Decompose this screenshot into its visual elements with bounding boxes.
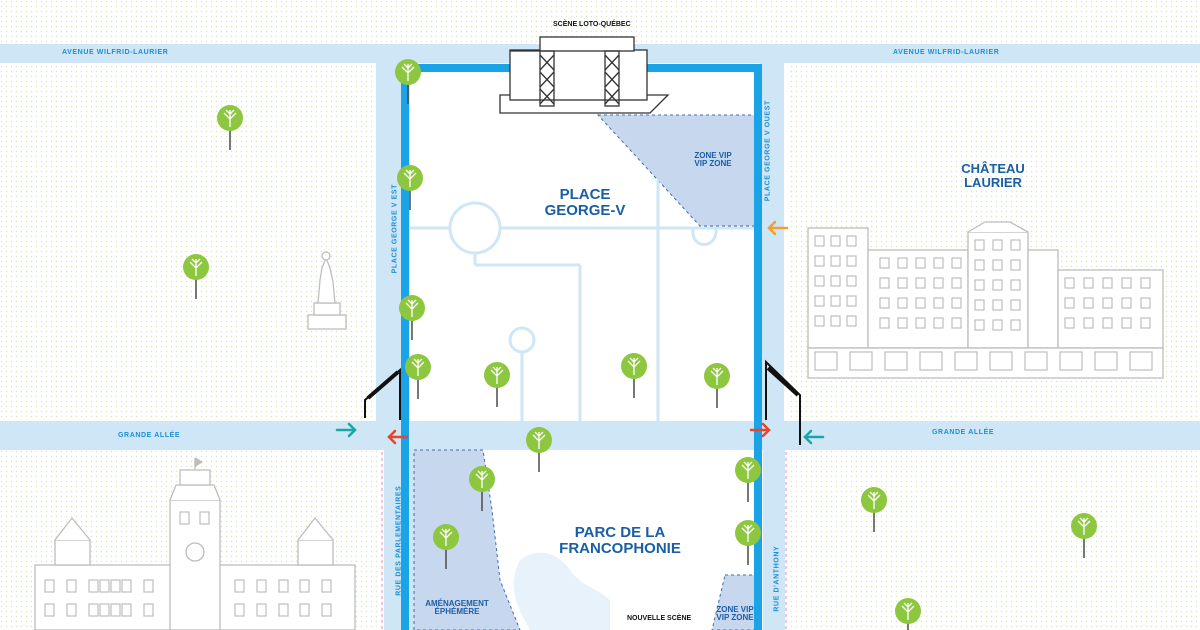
statue-icon xyxy=(307,251,347,330)
tree-icon xyxy=(484,362,510,407)
vip-zone-top xyxy=(596,114,757,227)
place-george-v-est-label: PLACE GEORGE V EST xyxy=(391,183,399,274)
rue-d-anthony-street xyxy=(763,450,785,630)
entry-exit-arrows xyxy=(335,220,825,445)
pond xyxy=(513,552,610,630)
rue-des-parlementaires-street xyxy=(384,450,416,630)
tree-icon xyxy=(183,254,209,299)
tree-icon xyxy=(704,363,730,408)
chateau-laurier-label: CHÂTEAU LAURIER xyxy=(948,162,1038,189)
place-george-v-label: PLACE GEORGE-V xyxy=(530,187,640,219)
tree-icon xyxy=(399,295,425,340)
chateau-line1: CHÂTEAU xyxy=(961,161,1025,176)
grande-allee xyxy=(0,421,1200,450)
vip-zone-top-label: ZONE VIP VIP ZONE xyxy=(688,151,738,169)
vip-zone-bottom-line2: VIP ZONE xyxy=(716,613,754,623)
parc-line2: FRANCOPHONIE xyxy=(559,539,681,557)
amenagement-ephemere-zone xyxy=(413,449,521,630)
rue-des-parlementaires-label: RUE DES PARLEMENTAIRES xyxy=(395,485,403,596)
rue-d-anthony-label: RUE D'ANTHONY xyxy=(773,545,781,612)
entrance-gate-icon xyxy=(364,367,401,420)
tree-icon xyxy=(217,105,243,150)
tree-icon xyxy=(433,524,459,569)
tree-icon xyxy=(469,466,495,511)
tree-icon xyxy=(895,598,921,630)
avenue-wilfrid-laurier-label-right: AVENUE WILFRID-LAURIER xyxy=(893,49,1000,56)
vip-zone-bottom-label: ZONE VIP VIP ZONE xyxy=(710,605,760,623)
direction-arrow-icon xyxy=(387,429,409,445)
parliament-building xyxy=(34,457,356,630)
stage-icon xyxy=(499,36,670,114)
entrance-gate-icon xyxy=(765,359,801,445)
vip-zone-bottom xyxy=(711,574,759,630)
place-george-v-line1: PLACE xyxy=(559,186,611,203)
tree-icon xyxy=(526,427,552,472)
tree-icon xyxy=(735,457,761,502)
place-george-v-line2: GEORGE-V xyxy=(544,201,626,219)
direction-arrow-icon xyxy=(803,429,825,445)
grande-allee-label-right: GRANDE ALLÉE xyxy=(932,429,995,436)
direction-arrow-icon xyxy=(749,422,771,438)
tree-icon xyxy=(395,59,421,104)
tree-icon xyxy=(397,165,423,210)
parc-de-la-francophonie-label: PARC DE LA FRANCOPHONIE xyxy=(555,525,685,557)
direction-arrow-icon xyxy=(335,422,357,438)
trees xyxy=(183,59,1097,630)
avenue-wilfrid-laurier-label-left: AVENUE WILFRID-LAURIER xyxy=(62,49,169,56)
tree-icon xyxy=(735,520,761,565)
place-george-v-ouest-street xyxy=(760,63,784,421)
direction-arrow-icon xyxy=(767,220,789,236)
amenagement-line2: ÉPHÉMÈRE xyxy=(434,607,480,617)
scene-loto-quebec-label: SCÈNE LOTO-QUÉBEC xyxy=(553,21,631,28)
park-paths xyxy=(410,180,756,421)
tree-icon xyxy=(861,487,887,532)
place-george-v-ouest-label: PLACE GEORGE V OUEST xyxy=(764,100,772,202)
parc-line1: PARC DE LA xyxy=(574,524,666,541)
chateau-line2: LAURIER xyxy=(964,174,1022,190)
tree-icon xyxy=(1071,513,1097,558)
vip-zone-top-line2: VIP ZONE xyxy=(694,159,732,169)
grande-allee-label-left: GRANDE ALLÉE xyxy=(118,432,181,439)
vip-zone-top-line1: ZONE VIP xyxy=(694,151,732,160)
tree-icon xyxy=(405,354,431,399)
chateau-laurier-building xyxy=(807,221,1164,379)
zones xyxy=(413,114,759,630)
nouvelle-scene-label: NOUVELLE SCÈNE xyxy=(627,615,692,622)
vip-zone-bottom-line1: ZONE VIP xyxy=(716,605,754,614)
amenagement-line1: AMÉNAGEMENT xyxy=(425,599,489,608)
amenagement-ephemere-label: AMÉNAGEMENT ÉPHÉMÈRE xyxy=(418,599,496,617)
tree-icon xyxy=(621,353,647,398)
